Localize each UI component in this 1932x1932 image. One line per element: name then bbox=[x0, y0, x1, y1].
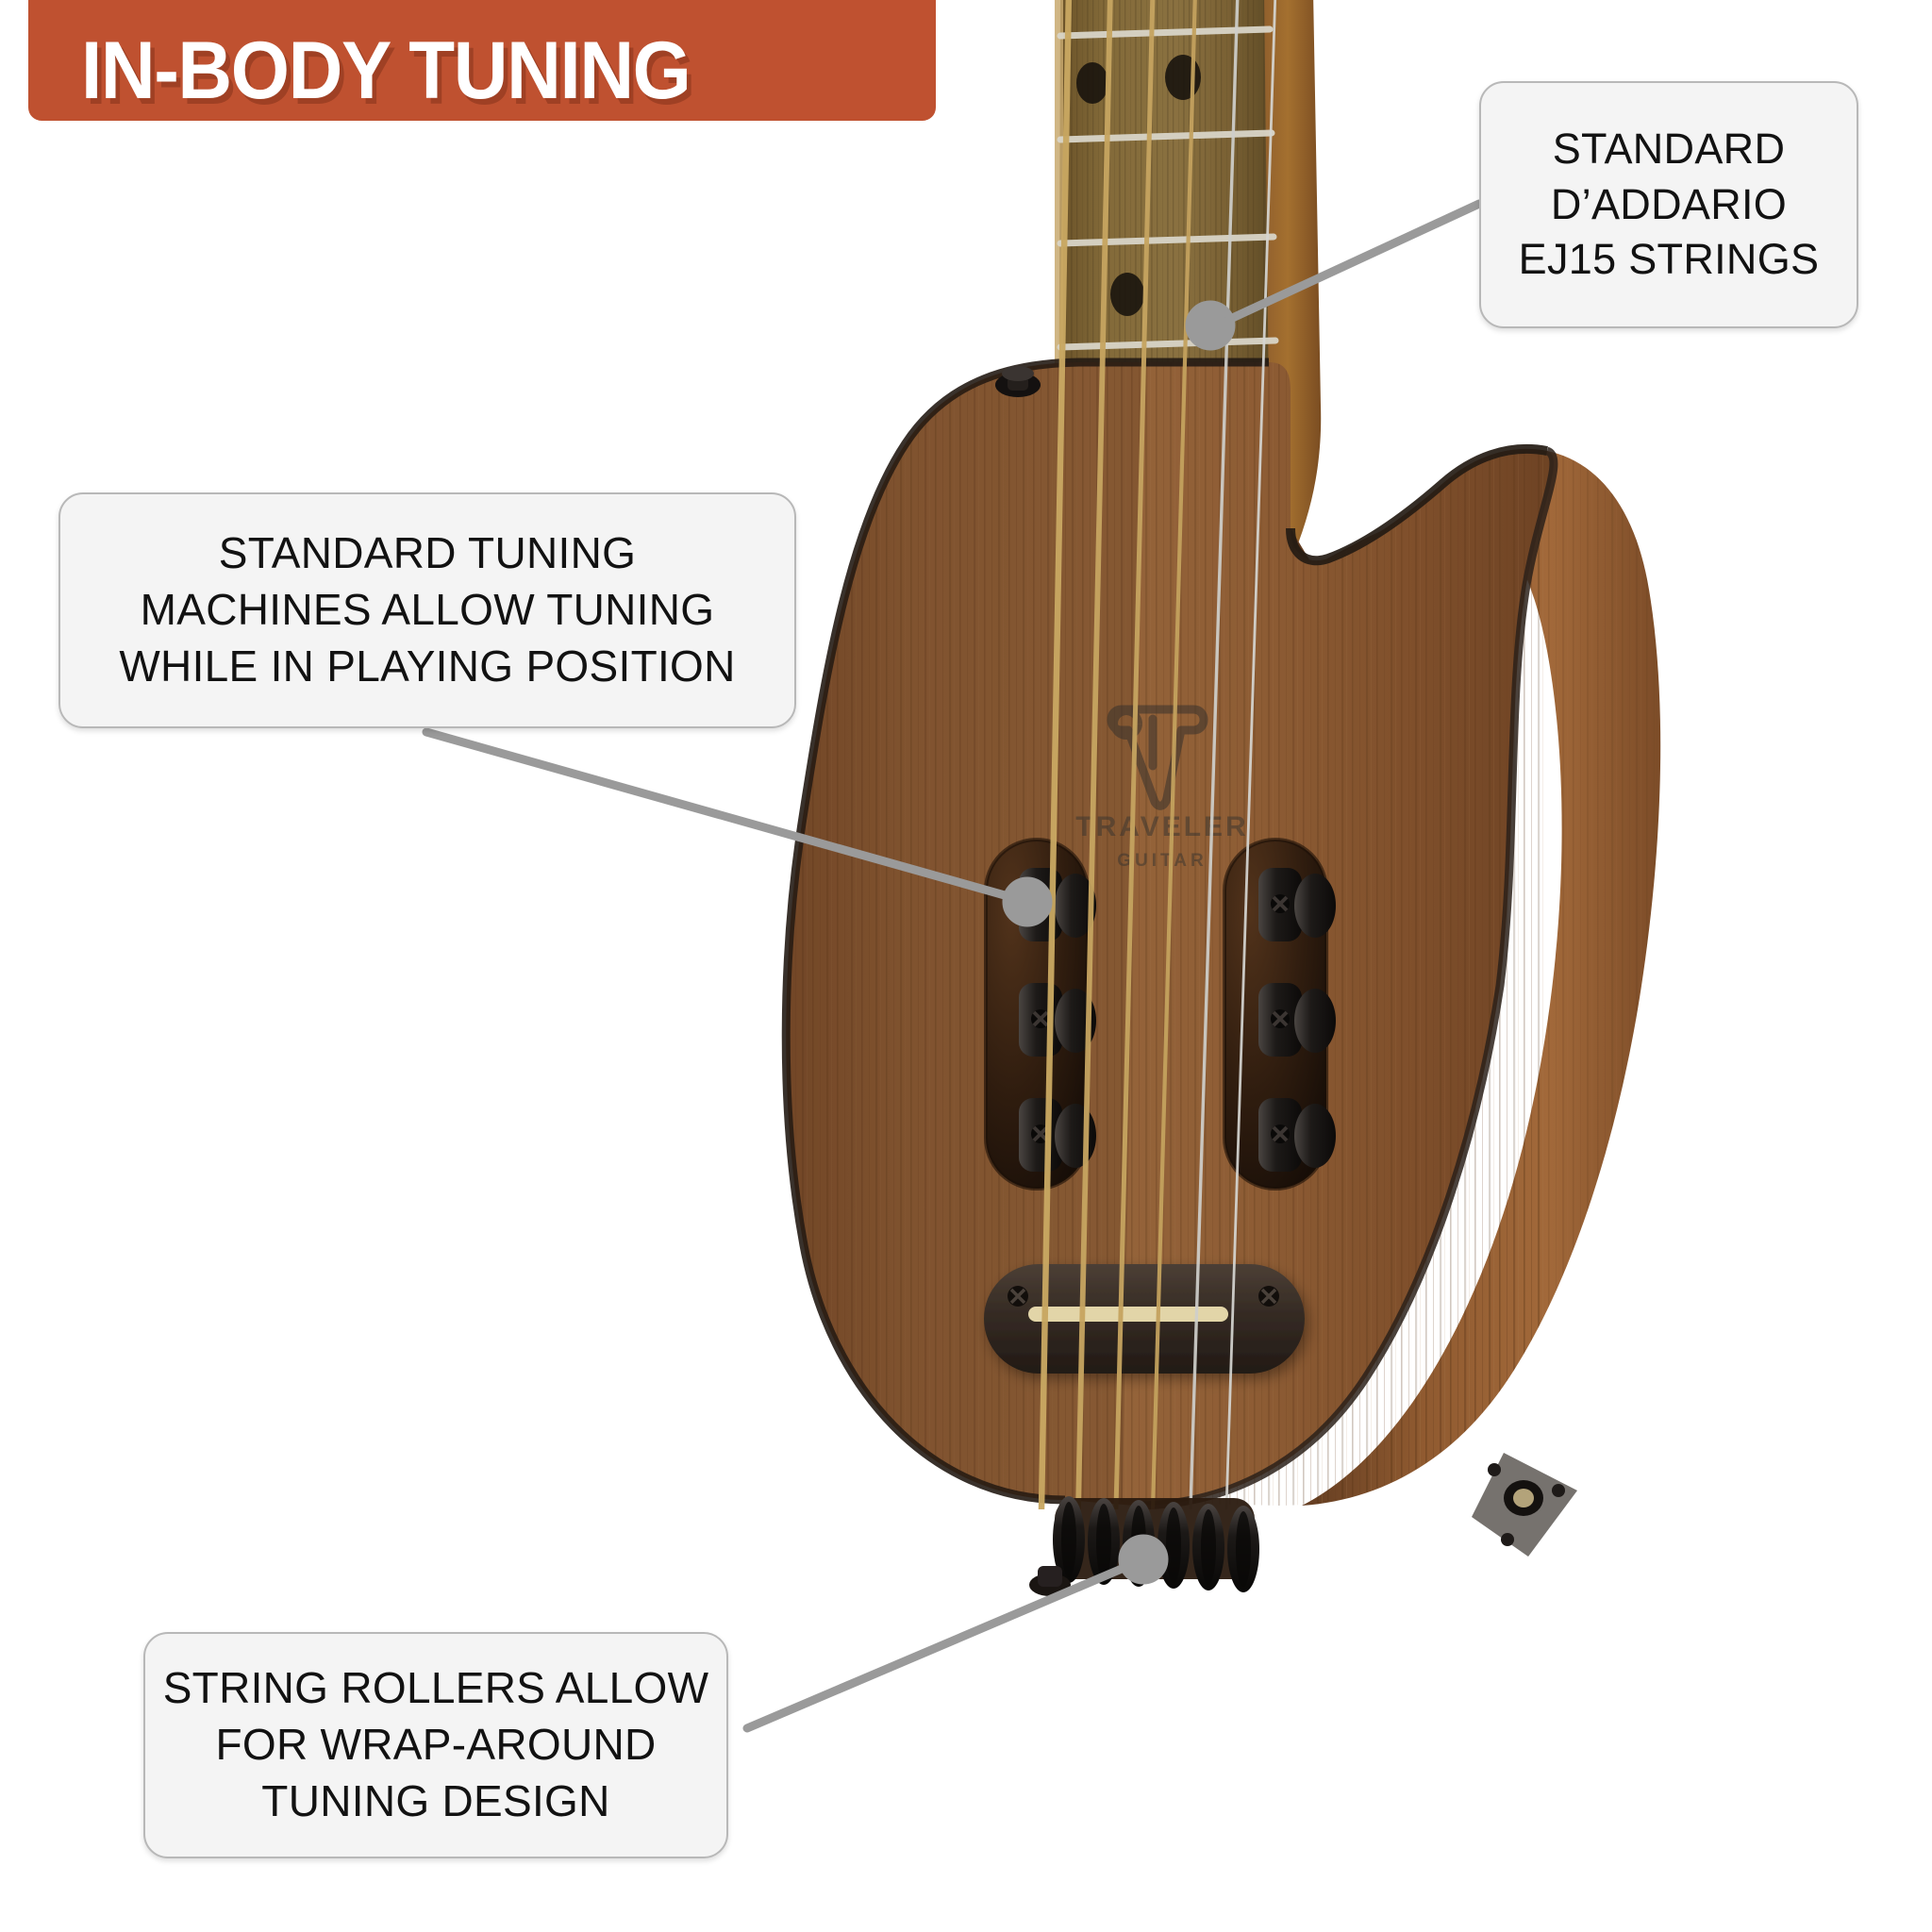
output-jack bbox=[1472, 1453, 1577, 1557]
callout-string-rollers: STRING ROLLERS ALLOW FOR WRAP-AROUND TUN… bbox=[143, 1632, 728, 1858]
roller bbox=[1227, 1506, 1259, 1592]
title-banner: IN-BODY TUNING bbox=[28, 0, 936, 121]
callout-tuning-machines-label: STANDARD TUNING MACHINES ALLOW TUNING WH… bbox=[119, 528, 736, 691]
guitar-strings bbox=[1038, 0, 1277, 1510]
tuning-machine[interactable] bbox=[1258, 1098, 1336, 1172]
leader-line-rollers bbox=[742, 1561, 1133, 1733]
tuning-machine[interactable] bbox=[1258, 868, 1336, 941]
roller bbox=[1088, 1498, 1120, 1585]
callout-strings-label: STANDARD D’ADDARIO EJ15 STRINGS bbox=[1518, 125, 1820, 284]
leader-dot-rollers bbox=[1118, 1534, 1169, 1585]
callout-tuning-machines: STANDARD TUNING MACHINES ALLOW TUNING WH… bbox=[58, 492, 796, 728]
svg-text:TRAVELER: TRAVELER bbox=[1075, 811, 1248, 842]
strap-button-icon bbox=[995, 366, 1041, 397]
tuner-cavity-right bbox=[1223, 838, 1336, 1191]
leader-dot-strings bbox=[1185, 300, 1236, 351]
callout-string-rollers-label: STRING ROLLERS ALLOW FOR WRAP-AROUND TUN… bbox=[162, 1663, 709, 1825]
leader-line-machines bbox=[422, 727, 1016, 902]
brand-logo: TRAVELER GUITAR bbox=[1075, 705, 1248, 871]
callout-strings: STANDARD D’ADDARIO EJ15 STRINGS bbox=[1479, 81, 1858, 328]
page-title: IN-BODY TUNING bbox=[81, 25, 691, 116]
svg-text:GUITAR: GUITAR bbox=[1117, 851, 1207, 871]
bridge bbox=[984, 1264, 1305, 1374]
bridge-saddle bbox=[1028, 1307, 1228, 1322]
leader-dot-machines bbox=[1002, 876, 1053, 927]
roller bbox=[1053, 1496, 1085, 1583]
leader-line-strings bbox=[1222, 199, 1484, 325]
tuning-machine[interactable] bbox=[1258, 983, 1336, 1057]
roller bbox=[1192, 1504, 1224, 1591]
